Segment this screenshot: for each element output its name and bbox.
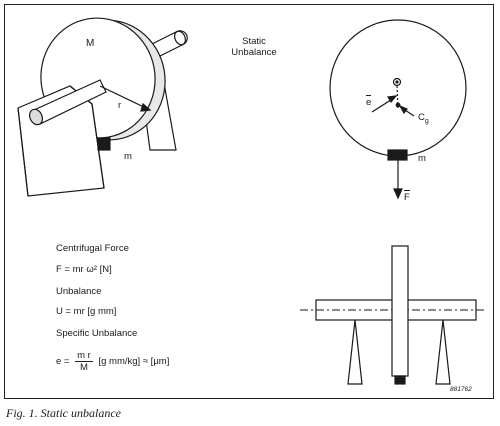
specific-lhs: e = xyxy=(56,356,70,368)
front-view-disc xyxy=(329,19,467,200)
unbalance-expr: U = mr [g mm] xyxy=(56,306,117,317)
specific-denominator: M xyxy=(80,362,88,373)
specific-rest: [g mm/kg] ≈ [μm] xyxy=(98,356,170,368)
centrifugal-heading: Centrifugal Force xyxy=(56,243,129,254)
label-force-F: F xyxy=(404,190,410,203)
specific-numerator: m r xyxy=(75,350,93,362)
label-vector-e: e xyxy=(366,95,372,108)
diagram-title: Static Unbalance xyxy=(224,36,284,58)
label-mass-m-right: m xyxy=(418,153,426,164)
side-support-right xyxy=(435,319,451,385)
drawing-code: 881762 xyxy=(450,386,472,393)
label-radius-r: r xyxy=(118,100,122,111)
label-mass-M: M xyxy=(86,38,95,49)
unbalance-mass-left xyxy=(97,137,111,151)
specific-fraction: m r M xyxy=(75,350,93,373)
title-line2: Unbalance xyxy=(231,47,277,58)
unbalance-mass-right xyxy=(387,149,408,161)
side-disc xyxy=(391,245,409,377)
side-support-left xyxy=(347,319,363,385)
side-view-rotor xyxy=(300,245,486,385)
unbalance-heading: Unbalance xyxy=(56,286,102,297)
disc-outline xyxy=(329,19,467,157)
isometric-rotor xyxy=(17,17,188,197)
label-mass-m-left: m xyxy=(124,151,132,162)
centrifugal-expr: F = mr ω² [N] xyxy=(56,264,112,275)
specific-heading: Specific Unbalance xyxy=(56,328,138,339)
label-cg: Cg xyxy=(418,112,429,125)
figure-frame xyxy=(4,4,494,399)
title-line1: Static xyxy=(242,36,266,47)
figure-caption: Fig. 1. Static unbalance xyxy=(6,406,121,420)
specific-expr: e = m r M [g mm/kg] ≈ [μm] xyxy=(56,350,169,373)
